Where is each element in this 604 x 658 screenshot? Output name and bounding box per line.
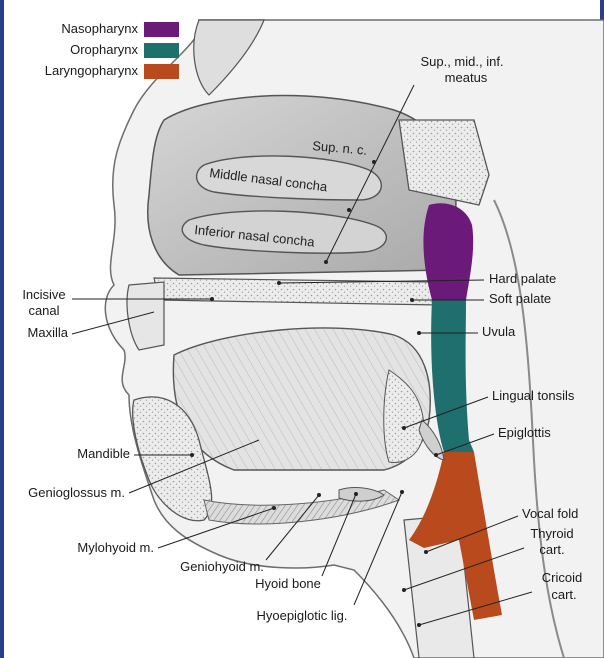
anatomy-illustration — [104, 19, 604, 658]
leader-hyoepiglottic — [353, 491, 403, 606]
epiglottis-shape — [418, 419, 445, 461]
label-meatus-line1: Sup., mid., inf. — [420, 54, 503, 69]
label-hyoid-bone: Hyoid bone — [255, 576, 321, 591]
leader-mylohyoid — [157, 507, 275, 549]
leader-hard-palate — [278, 279, 485, 284]
leader-meatus — [325, 84, 415, 263]
label-hard-palate: Hard palate — [489, 271, 556, 286]
legend-label-nasopharynx: Nasopharynx — [61, 21, 138, 36]
label-epiglottis: Epiglottis — [498, 425, 551, 440]
leader-dot — [277, 281, 281, 285]
label-uvula: Uvula — [482, 324, 516, 339]
leader-dot — [402, 588, 406, 592]
hyoid-bone-shape — [338, 487, 385, 502]
leader-dot — [354, 492, 358, 496]
mandible-shape — [132, 396, 213, 522]
nasopharynx-region — [423, 203, 474, 300]
leader-dot — [402, 426, 406, 430]
leader-hyoid — [321, 493, 357, 577]
legend-label-laryngopharynx: Laryngopharynx — [45, 63, 139, 78]
leader-dot — [190, 453, 194, 457]
leader-dot — [410, 298, 414, 302]
hard-palate-shape — [153, 277, 440, 306]
leader-thyroid — [403, 547, 525, 591]
label-cricoid-line1: Cricoid — [542, 570, 582, 585]
pharynx-diagram: Nasopharynx Oropharynx Laryngopharynx Su… — [22, 19, 604, 658]
label-maxilla: Maxilla — [28, 325, 69, 340]
middle-concha-shape — [195, 155, 382, 201]
sphenoid-sinus — [398, 119, 490, 206]
leader-vocal-fold — [425, 515, 519, 553]
label-vocal-fold: Vocal fold — [522, 506, 578, 521]
leader-dot — [210, 297, 214, 301]
leader-dot — [272, 506, 276, 510]
label-cricoid-line2: cart. — [551, 587, 576, 602]
legend: Nasopharynx Oropharynx Laryngopharynx — [45, 21, 179, 79]
legend-swatch-laryngopharynx — [144, 64, 179, 79]
leader-lingual-tonsils — [403, 396, 489, 429]
leader-dot — [424, 550, 428, 554]
leader-dot — [372, 160, 376, 164]
leader-geniohyoid — [265, 494, 320, 561]
leader-epiglottis — [435, 433, 495, 456]
legend-label-oropharynx: Oropharynx — [70, 42, 138, 57]
leader-dot — [324, 260, 328, 264]
label-soft-palate: Soft palate — [489, 291, 551, 306]
label-mandible: Mandible — [77, 446, 130, 461]
label-hyoepiglottic: Hyoepiglotic lig. — [256, 608, 347, 623]
nasal-bone-shape — [193, 19, 265, 96]
leader-dot — [400, 490, 404, 494]
leader-maxilla — [71, 311, 155, 335]
leader-genioglossus — [128, 439, 260, 494]
laryngopharynx-region — [409, 452, 502, 620]
leader-dot — [417, 331, 421, 335]
leader-dot — [434, 453, 438, 457]
label-thyroid-line2: cart. — [539, 542, 564, 557]
label-lingual-tonsils: Lingual tonsils — [492, 388, 575, 403]
label-incisive-line1: Incisive — [22, 287, 65, 302]
leader-dot — [417, 623, 421, 627]
label-incisive-line2: canal — [28, 303, 59, 318]
label-sup-nc: Sup. n. c. — [312, 138, 368, 158]
label-meatus-line2: meatus — [445, 70, 488, 85]
label-geniohyoid: Geniohyoid m. — [180, 559, 264, 574]
label-mylohyoid: Mylohyoid m. — [77, 540, 154, 555]
label-genioglossus: Genioglossus m. — [28, 485, 125, 500]
lingual-tonsils-shape — [383, 369, 425, 464]
leader-dot — [347, 208, 351, 212]
leader-dot — [317, 493, 321, 497]
legend-swatch-nasopharynx — [144, 22, 179, 37]
spine-edge — [493, 199, 565, 658]
labels: Sup., mid., inf. meatus Sup. n. c. Middl… — [22, 54, 582, 627]
leader-cricoid — [418, 591, 533, 626]
legend-swatch-oropharynx — [144, 43, 179, 58]
label-thyroid-line1: Thyroid — [530, 526, 573, 541]
